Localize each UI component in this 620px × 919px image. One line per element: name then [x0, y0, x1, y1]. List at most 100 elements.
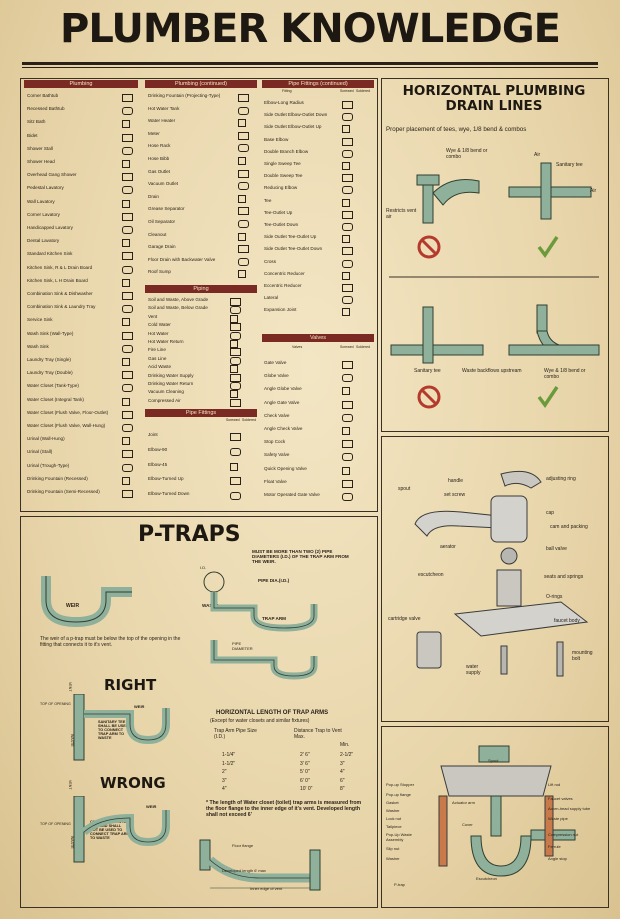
faucet-handle: [500, 470, 542, 489]
trap-table-cell: 1-1/4": [222, 752, 236, 758]
valves-col-soldered: Soldered: [356, 345, 371, 349]
symbol-label: Quick Opening Valve: [264, 465, 307, 471]
symbol-icon: [230, 323, 241, 332]
symbol-label: Expansion Joint: [264, 307, 297, 313]
symbol-label: Cross: [264, 258, 276, 264]
symbol-label: Gas Outlet: [148, 168, 170, 174]
symbol-label: Water Closet (Flush Valve, Wall-Hung): [27, 423, 106, 428]
sink-label-1: Lift rod: [548, 782, 561, 787]
page-title: PLUMBER KNOWLEDGE: [60, 6, 561, 52]
symbol-icon: [230, 447, 241, 456]
symbol-icon: [238, 94, 249, 102]
symbol-label: Vent: [148, 313, 158, 319]
drain-diagram-wrong-bottom: [390, 306, 484, 409]
right-note: SANITARY TEE SHALL BE USED TO CONNECT TR…: [98, 720, 129, 740]
symbol-label: Angle Gate Valve: [264, 399, 300, 405]
p-traps-panel: [20, 516, 378, 908]
symbol-icon: [342, 284, 353, 292]
trap-table-col-min: Min.: [340, 742, 350, 748]
p-traps-title: P-TRAPS: [138, 522, 241, 547]
symbol-icon: [230, 382, 241, 390]
symbol-icon: [238, 257, 249, 266]
right-weir-label: WEIR: [134, 704, 145, 709]
symbol-label: Laundry Tray (Single): [27, 357, 71, 362]
trap-arm-diagrams: [203, 571, 318, 680]
symbol-label: Bidet: [27, 132, 38, 138]
weir-note: The weir of a p-trap must be below the t…: [40, 636, 181, 648]
symbol-icon: [122, 358, 130, 366]
faucet-body-upper: [490, 495, 528, 543]
pipe-diameter-label: PIPE DIAMETER: [232, 641, 253, 651]
symbol-icon: [342, 186, 353, 195]
supply-tube-left: [438, 795, 448, 867]
symbol-icon: [230, 306, 241, 315]
right-waste-label: WASTE: [70, 734, 74, 747]
symbol-label: Drinking Water Supply: [148, 372, 194, 378]
trap-table-cell: 2-1/2": [340, 752, 354, 758]
wrong-diagram: [73, 796, 170, 863]
symbol-icon: [342, 125, 350, 134]
symbol-icon: [230, 356, 241, 365]
symbol-label: Water Closet (Flush Valve, Floor-Outlet): [27, 409, 109, 415]
faucet-label-faucet-body: faucet body: [554, 618, 580, 624]
pipe-dia-label: PIPE DIA.(I.D.): [258, 578, 290, 583]
symbol-label: Hose Rack: [148, 143, 171, 149]
symbol-icon: [122, 344, 133, 353]
symbol-icon: [342, 101, 353, 109]
sink-label-8: Washer: [386, 808, 400, 813]
wrong-top-of-opening: TOP OF OPENING: [40, 822, 71, 826]
trap-table-cell: 4": [222, 786, 227, 792]
symbol-label: Service Sink: [27, 317, 53, 323]
symbol-icon: [122, 437, 130, 446]
symbol-icon: [342, 308, 350, 317]
drain-diagram-right-top: [508, 162, 592, 259]
symbol-icon: [230, 340, 238, 348]
piping-header: Piping: [145, 285, 257, 293]
symbol-icon: [342, 374, 353, 383]
symbol-label: Corner Lavatory: [27, 211, 60, 217]
symbol-label: Elbow-90: [148, 446, 168, 452]
symbol-icon: [342, 466, 350, 475]
symbol-icon: [122, 265, 133, 274]
valves-header: Valves: [262, 334, 374, 342]
symbol-icon: [342, 361, 353, 369]
symbol-icon: [122, 199, 130, 208]
pfc-col-fitting: Fitting: [282, 89, 292, 93]
wrong-label: WRONG: [100, 774, 166, 792]
sink-label-0: Spout: [488, 758, 499, 763]
sink-label-9: Waste pipe: [548, 816, 568, 821]
symbol-label: Single Sweep Tee: [264, 161, 301, 166]
symbol-label: Hot Water Return: [148, 339, 184, 344]
symbol-label: Drinking Water Return: [148, 381, 194, 386]
pipe-fittings-col-soldered: Soldered: [242, 418, 257, 422]
symbol-icon: [238, 220, 249, 228]
pipe-fittings-continued-header: Pipe Fittings (continued): [262, 80, 374, 88]
symbol-label: Water Closet (Tank-Type): [27, 383, 79, 389]
symbol-label: Urinal (Trough-Type): [27, 462, 70, 468]
drain-label-wye-bottom: Wye & 1/8 bend or combo: [544, 368, 586, 380]
symbol-label: Elbow-45: [148, 461, 168, 467]
trap-table-col-max: Distance Trap to Vent Max.: [294, 728, 342, 740]
symbol-label: Wash Sink (Wall-Type): [27, 330, 74, 336]
symbol-icon: [122, 292, 133, 300]
symbol-icon: [238, 245, 249, 254]
symbol-icon: [230, 348, 241, 357]
symbol-label: Side Outlet Elbow-Outlet Up: [264, 124, 322, 130]
symbol-icon: [342, 259, 353, 268]
drain-diagram-right-bottom: [508, 304, 600, 409]
symbol-icon: [230, 298, 241, 306]
pipe-fittings-col-screwed: Screwed: [226, 418, 240, 422]
symbol-label: Pedestal Lavatory: [27, 185, 64, 191]
symbol-label: Wall Lavatory: [27, 198, 55, 204]
symbol-icon: [342, 162, 350, 170]
trap-table-cell: 2' 6": [300, 752, 310, 758]
trap-table-cell: 10' 0": [300, 786, 313, 792]
symbol-icon: [230, 462, 238, 471]
id-label: I.D.: [200, 565, 207, 570]
sink-label-5: Acorn-head supply tube: [548, 806, 591, 811]
symbol-label: Check Valve: [264, 412, 290, 418]
symbol-icon: [230, 331, 241, 340]
symbol-label: Recessed Bathtub: [27, 106, 65, 112]
faucet-label-aerator: aerator: [440, 544, 456, 550]
symbol-icon: [342, 174, 353, 183]
